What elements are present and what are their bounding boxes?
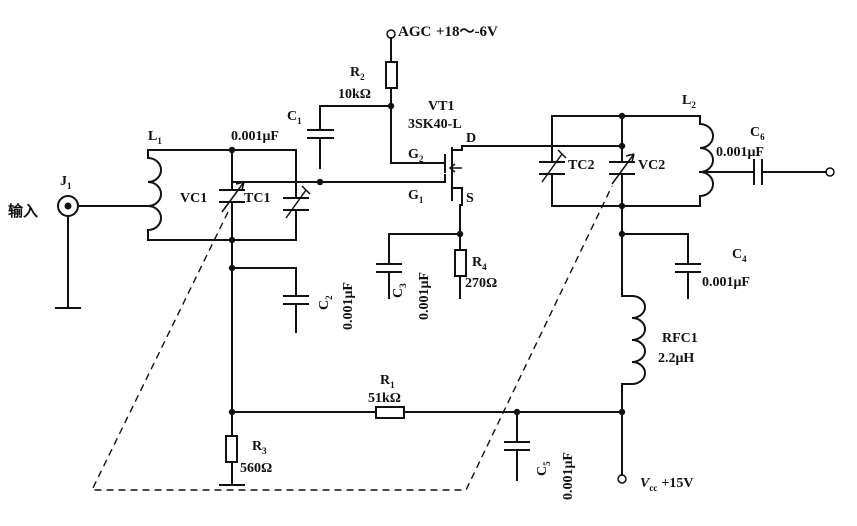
vt1-part: 3SK40-L (408, 117, 462, 132)
g1-label: G1 (408, 188, 424, 205)
inductor-l2 (699, 115, 714, 207)
c2-value: 0.001μF (341, 282, 356, 330)
vcc-label: Vcc+15V (640, 476, 693, 493)
r2-value: 10kΩ (338, 87, 371, 102)
capacitor-c5 (504, 441, 530, 451)
g2-label: G2 (408, 147, 424, 164)
r4-ref: R4 (472, 255, 487, 272)
varactor-vc2 (609, 153, 635, 185)
capacitor-c3 (376, 263, 402, 273)
input-label: 输入 (8, 202, 38, 220)
rfc1-value: 2.2μH (658, 351, 694, 366)
capacitor-c1 (307, 129, 334, 139)
c3-ref: C3 (391, 283, 408, 298)
capacitor-c4 (675, 263, 701, 273)
vcc-terminal (617, 474, 627, 484)
tc2-label: TC2 (568, 158, 594, 173)
source-label: S (466, 191, 474, 206)
c5-ref: C5 (535, 461, 552, 476)
agc-label: AGC (398, 24, 431, 40)
agc-terminal (386, 29, 396, 39)
r3-value: 560Ω (240, 461, 272, 476)
c4-ref: C4 (732, 247, 747, 264)
gang-link (90, 185, 613, 491)
vc2-label: VC2 (638, 158, 665, 173)
r3-ref: R3 (252, 439, 267, 456)
c6-ref: C6 (750, 125, 765, 142)
input-connector-j1 (57, 195, 79, 217)
inductor-l1 (147, 149, 162, 241)
l2-ref: L2 (682, 93, 696, 110)
vt1-ref: VT1 (428, 99, 454, 114)
agc-range: +18～-6V (436, 24, 498, 40)
rf-choke-rfc1 (621, 295, 646, 385)
c1-ref: C1 (287, 109, 302, 126)
mosfet-vt1 (412, 145, 463, 206)
j1-label: J1 (60, 174, 72, 191)
c6-value: 0.001μF (716, 145, 764, 160)
output-terminal (825, 167, 835, 177)
c2-ref: C2 (317, 295, 334, 310)
c4-value: 0.001μF (702, 275, 750, 290)
trimmer-tc1 (283, 185, 311, 219)
tc1-label: TC1 (244, 191, 270, 206)
vc1-label: VC1 (180, 191, 207, 206)
capacitor-c2 (283, 295, 309, 305)
l1-ref: L1 (148, 129, 162, 146)
trimmer-tc2 (539, 149, 567, 183)
r4-value: 270Ω (465, 276, 497, 291)
r2-ref: R2 (350, 65, 365, 82)
resistor-r4 (454, 249, 467, 277)
capacitor-c6 (753, 159, 763, 185)
c3-value: 0.001μF (417, 272, 432, 320)
resistor-r2 (385, 61, 398, 89)
resistor-r3 (225, 435, 238, 463)
resistor-r1 (375, 406, 405, 419)
r1-value: 51kΩ (368, 391, 401, 406)
r1-ref: R1 (380, 373, 395, 390)
rfc1-ref: RFC1 (662, 331, 698, 346)
c1-value: 0.001μF (231, 129, 279, 144)
c5-value: 0.001μF (561, 452, 576, 500)
drain-label: D (466, 131, 476, 146)
